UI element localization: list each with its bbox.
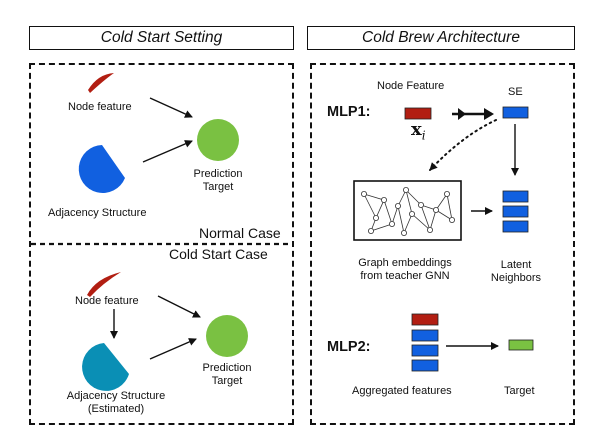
- mlp2-target-label: Target: [504, 385, 535, 397]
- cold-prediction-line: Prediction: [202, 362, 252, 374]
- graph-nodes: [360, 186, 455, 236]
- target-bar: [508, 339, 534, 351]
- node-feature-shape: [88, 73, 114, 93]
- cold-prediction-target-circle: [206, 315, 248, 357]
- cold-prediction-target-label: Prediction Target: [199, 362, 255, 388]
- cold-node-feature-shape: [87, 272, 121, 297]
- latent-neighbors-label: Latent Neighbors: [484, 259, 548, 285]
- estimated-adjacency-label: Adjacency Structure (Estimated): [60, 390, 172, 416]
- graph-embeddings-label: Graph embeddings from teacher GNN: [340, 257, 470, 283]
- xi-subscript: i: [421, 128, 426, 143]
- cold-node-feature-label: Node feature: [75, 295, 139, 307]
- dotted-arrow-se-to-graph: [429, 119, 497, 171]
- normal-case-label: Normal Case: [199, 225, 281, 241]
- cold-target-line: Target: [211, 375, 243, 387]
- adjacency-structure-label: Adjacency Structure: [48, 207, 147, 219]
- graph-embeddings-line1: Graph embeddings: [358, 257, 452, 269]
- mlp1-arrow: [452, 108, 494, 120]
- prediction-target-circle: [197, 119, 239, 161]
- xi-symbol: xi: [411, 119, 426, 143]
- latent-neighbors-stack: [502, 190, 529, 233]
- cold-start-setting-header: Cold Start Setting: [29, 26, 294, 50]
- se-bar: [502, 106, 529, 119]
- target-line: Target: [202, 181, 234, 193]
- adjacency-shape: [78, 145, 125, 193]
- se-label: SE: [508, 86, 523, 98]
- graph-embeddings-line2: from teacher GNN: [360, 270, 450, 282]
- cold-start-case-label: Cold Start Case: [169, 246, 268, 262]
- estimated-adjacency-shape: [82, 343, 129, 391]
- cold-brew-panel: [310, 63, 575, 425]
- prediction-target-label: Prediction Target: [190, 168, 246, 194]
- aggregated-features-label: Aggregated features: [352, 385, 452, 397]
- xi-base: x: [411, 119, 422, 140]
- node-feature-bar: [404, 107, 432, 120]
- node-feature-label: Node feature: [68, 101, 132, 113]
- mlp1-label: MLP1:: [327, 104, 371, 120]
- aggregated-features-stack: [411, 313, 439, 372]
- arrow-cold-feature-to-target: [157, 295, 201, 318]
- mlp2-label: MLP2:: [327, 339, 371, 355]
- arrow-adjacency-to-target: [142, 140, 193, 163]
- prediction-line: Prediction: [193, 168, 243, 180]
- neighbors-line: Neighbors: [490, 272, 542, 284]
- arrow-feature-to-target: [149, 97, 193, 118]
- cold-brew-architecture-title: Cold Brew Architecture: [362, 29, 520, 46]
- cold-start-panel: [29, 63, 294, 425]
- arrow-estimated-adjacency-to-target: [149, 338, 197, 360]
- estimated-adjacency-line1: Adjacency Structure: [66, 390, 166, 402]
- mlp1-node-feature-label: Node Feature: [377, 80, 445, 92]
- latent-line: Latent: [500, 259, 532, 271]
- cold-start-setting-title: Cold Start Setting: [100, 29, 223, 46]
- estimated-adjacency-line2: (Estimated): [87, 403, 145, 415]
- cold-brew-architecture-header: Cold Brew Architecture: [307, 26, 575, 50]
